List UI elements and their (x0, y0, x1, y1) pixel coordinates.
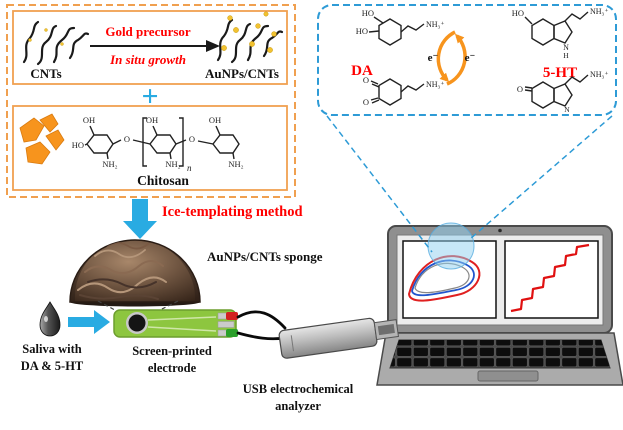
aunps-cnts-drawing (216, 18, 284, 64)
synthesis-outer-dashed-box (6, 4, 296, 198)
nh2-label: NH₂ (102, 159, 117, 169)
repeat-n-label: n (187, 163, 192, 173)
staircase-panel (504, 240, 599, 319)
chitosan-box (12, 105, 288, 191)
zoom-dashed-lines (326, 115, 613, 253)
ho-label: HO (362, 8, 374, 18)
staircase-curve (510, 243, 590, 313)
analyzer-body (278, 317, 378, 359)
da-oxidized-structure (370, 78, 425, 106)
oh-label: OH (83, 115, 95, 125)
oh-label: OH (209, 115, 221, 125)
saliva-label-line2: DA & 5-HT (21, 359, 84, 373)
chitosan-structure-labels: OH OH OH HO O O NH₂ NH₂ NH₂ n (72, 115, 244, 173)
cnts-gold-specks (28, 28, 64, 46)
redox-section: HO HO NH₃⁺ DA O O NH₃⁺ e⁻ e⁻ HO NH₃⁺ N H… (317, 4, 617, 116)
laptop-drawing (376, 225, 623, 386)
in-situ-growth-label: In situ growth (109, 52, 186, 67)
electron-label: e⁻ (465, 52, 476, 64)
amine-label: NH₃⁺ (426, 80, 445, 89)
ho-label: HO (356, 26, 368, 36)
plus-sign: + (141, 80, 158, 113)
oh-label: OH (146, 115, 158, 125)
da-structure (368, 16, 425, 46)
laptop-keyboard-keys (390, 340, 610, 368)
growth-arrowhead-icon (206, 40, 220, 52)
growth-arrow (90, 40, 220, 52)
amine-label: NH₃⁺ (590, 70, 609, 79)
sponge-drawing: AuNPs/CNTs sponge (69, 239, 323, 318)
clip-green (226, 329, 238, 337)
working-electrode-spot (128, 314, 146, 332)
nh2-label: NH₂ (228, 159, 243, 169)
cv-curve-blue (411, 259, 475, 297)
o-linker-label: O (189, 134, 195, 144)
screen-highlight-circle (427, 222, 475, 270)
clip-red (226, 312, 238, 320)
flow-right-arrow-icon (68, 310, 110, 334)
electrode-label-line1: Screen-printed (132, 344, 212, 358)
gold-precursor-label: Gold precursor (105, 24, 191, 39)
serotonin-structure (524, 11, 589, 46)
electron-label: e⁻ (428, 52, 439, 64)
synthesis-section: CNTs Gold precursor In situ growth AuNPs… (6, 4, 296, 198)
cnts-drawing (22, 20, 90, 66)
saliva-section: Saliva with DA & 5-HT (21, 301, 110, 373)
o-label: O (363, 97, 369, 107)
ring-h-label: H (563, 51, 569, 60)
chitosan-structure (84, 117, 240, 167)
cv-curve-gray (414, 262, 470, 294)
ho-label: HO (512, 8, 524, 18)
ring-n-label: N (564, 105, 570, 114)
o-label: O (363, 75, 369, 85)
aunps-gold-nanoparticles (221, 11, 277, 53)
down-arrow-icon (123, 199, 157, 239)
da-label: DA (351, 63, 373, 79)
aunps-cnts-label: AuNPs/CNTs (205, 66, 279, 81)
laptop-touchpad (477, 370, 539, 382)
saliva-droplet-icon (39, 301, 61, 337)
ice-templating-label: Ice-templating method (162, 204, 303, 220)
electrode-label-line2: electrode (148, 361, 197, 375)
redox-dashed-box (317, 4, 617, 116)
ho-label: HO (72, 140, 84, 150)
droplet-highlight (44, 316, 48, 322)
cnt-growth-box (12, 10, 288, 85)
amine-label: NH₃⁺ (590, 7, 609, 16)
sponge-label: AuNPs/CNTs sponge (207, 249, 323, 264)
amine-label: NH₃⁺ (426, 20, 445, 29)
electron-transfer-arrows (436, 30, 467, 86)
ht-label: 5-HT (543, 65, 577, 81)
laptop-camera-dot (498, 228, 502, 233)
chitosan-label: Chitosan (137, 173, 189, 188)
nh2-label: NH₂ (165, 159, 180, 169)
usb-plug-slot (377, 324, 395, 336)
cnts-label: CNTs (30, 66, 61, 81)
ice-templating: Ice-templating method (123, 199, 303, 239)
cv-curve-red (407, 255, 481, 302)
ring-n-label: N (563, 43, 569, 52)
analyzer-label-line2: analyzer (275, 399, 321, 413)
usb-analyzer-drawing (278, 317, 400, 359)
chitosan-flakes (19, 113, 65, 165)
bracket-right (179, 117, 184, 167)
serotonin-oxidized-structure (524, 74, 589, 109)
bracket-left (142, 117, 147, 167)
o-label: O (517, 84, 523, 94)
o-linker-label: O (124, 134, 130, 144)
saliva-label-line1: Saliva with (22, 342, 81, 356)
analyzer-label-line1: USB electrochemical (243, 382, 354, 396)
electrode-drawing: Screen-printed electrode (113, 309, 287, 375)
wires (236, 310, 287, 341)
